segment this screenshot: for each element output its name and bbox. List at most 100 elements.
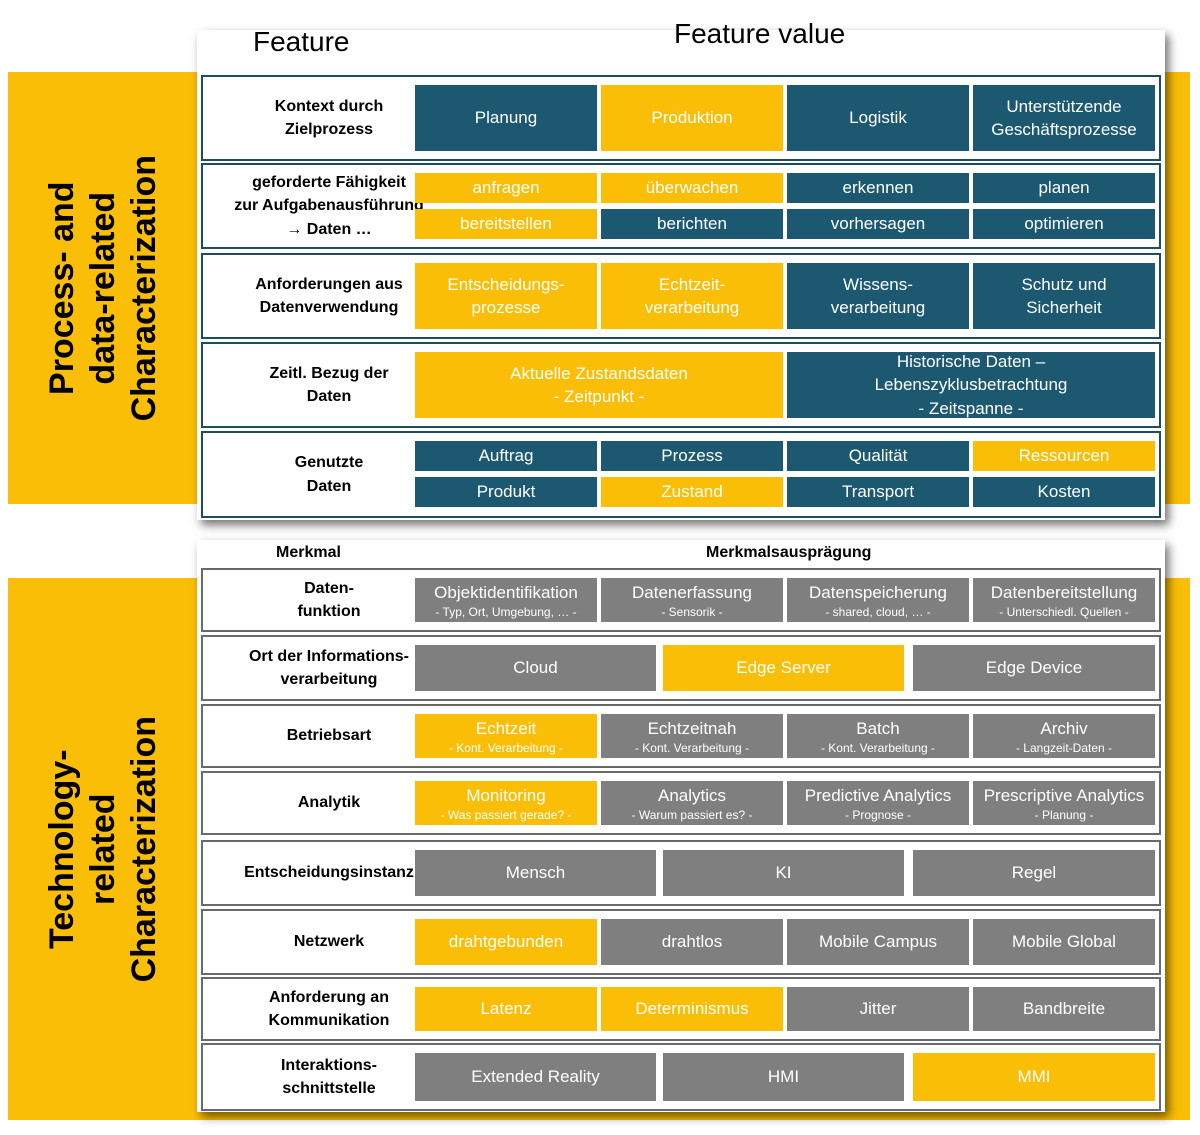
feature-value-cell: Datenerfassung- Sensorik - xyxy=(601,578,783,622)
cell-text: HMI xyxy=(767,1067,800,1087)
feature-value-cell: Datenbereitstellung- Unterschiedl. Quell… xyxy=(973,578,1155,622)
cell-text: anfragen xyxy=(472,178,540,198)
row-label: Anforderung an Kommunikation xyxy=(268,988,390,1029)
feature-value-cell: Extended Reality xyxy=(415,1053,656,1101)
cell-text: optimieren xyxy=(1024,214,1104,234)
cell-text: Planung xyxy=(474,108,538,128)
feature-value-cell: Bandbreite xyxy=(973,987,1155,1031)
cell-subtext: - Kont. Verarbeitung - xyxy=(634,741,750,756)
feature-row: Daten- funktion Objektidentifikation - Typ… xyxy=(201,568,1161,632)
feature-value-cell: Edge Server xyxy=(663,645,904,691)
feature-value-cell: Jitter xyxy=(787,987,969,1031)
cell-text: Wissens- verarbeitung xyxy=(830,274,926,317)
cell-text: Qualität xyxy=(848,446,908,466)
feature-value-cell: Auftrag xyxy=(415,441,597,471)
feature-value-cell: Determinismus xyxy=(601,987,783,1031)
feature-value-cell: überwachen xyxy=(601,173,783,203)
feature-value-cell: vorhersagen xyxy=(787,209,969,239)
cell-text: Produkt xyxy=(476,482,536,502)
cell-text: Datenerfassung xyxy=(631,582,753,602)
feature-value-cell: Zustand xyxy=(601,477,783,507)
cell-text: Bandbreite xyxy=(1022,999,1106,1019)
cell-text: Mensch xyxy=(505,863,566,883)
feature-value-cell: Prescriptive Analytics- Planung - xyxy=(973,781,1155,825)
cell-text: Aktuelle Zustandsdaten - Zeitpunkt - xyxy=(510,363,688,406)
feature-value-cell: berichten xyxy=(601,209,783,239)
feature-value-cell: Produkt xyxy=(415,477,597,507)
row-label: Betriebsart xyxy=(286,727,372,745)
process-section-label: Process- and data-related Characterizati… xyxy=(42,154,163,422)
row-label: Daten- funktion xyxy=(297,579,361,620)
cell-subtext: - Kont. Verarbeitung - xyxy=(820,741,936,756)
feature-value-cell: Regel xyxy=(913,850,1155,896)
cell-text: Jitter xyxy=(859,999,897,1019)
auspraegung-header: Merkmalsausprägung xyxy=(706,544,872,561)
cell-text: Edge Server xyxy=(736,658,831,678)
feature-value-cell: Edge Device xyxy=(913,645,1155,691)
feature-value-cell: Mobile Global xyxy=(973,919,1155,965)
cell-subtext: - Typ, Ort, Umgebung, … - xyxy=(435,605,577,620)
cell-text: erkennen xyxy=(842,178,914,198)
feature-value-cell: Aktuelle Zustandsdaten - Zeitpunkt - xyxy=(415,352,783,418)
feature-value-cell: Mensch xyxy=(415,850,656,896)
feature-value-cell: Echtzeit- Kont. Verarbeitung - xyxy=(415,714,597,758)
cell-subtext: - Kont. Verarbeitung - xyxy=(448,741,564,756)
feature-value-cell: MMI xyxy=(913,1053,1155,1101)
cell-text: Echtzeitnah xyxy=(647,718,737,738)
cell-text: Mobile Global xyxy=(1012,932,1116,952)
feature-value-cell: Wissens- verarbeitung xyxy=(787,263,969,329)
cell-text: Objektidentifikation xyxy=(434,582,578,602)
cell-text: Logistik xyxy=(849,108,907,128)
cell-subtext: - Langzeit-Daten - xyxy=(1015,741,1113,756)
cell-text: Latenz xyxy=(480,999,532,1019)
feature-value-cell: Planung xyxy=(415,85,597,151)
feature-value-cell: Kosten xyxy=(973,477,1155,507)
cell-text: Zustand xyxy=(661,482,723,502)
feature-value-cell: Predictive Analytics- Prognose - xyxy=(787,781,969,825)
feature-row: Anforderung an Kommunikation Latenz Determ… xyxy=(201,977,1161,1041)
cell-text: Predictive Analytics xyxy=(804,785,952,805)
cell-text: Ressourcen xyxy=(1018,446,1110,466)
row-label: Ort der Informations- verarbeitung xyxy=(248,647,409,688)
cell-text: Edge Device xyxy=(985,658,1083,678)
cell-text: Produktion xyxy=(651,108,733,128)
feature-value-cell: Unterstützende Geschäftsprozesse xyxy=(973,85,1155,151)
cell-text: Extended Reality xyxy=(471,1067,600,1087)
cell-text: überwachen xyxy=(645,178,739,198)
cell-text: Schutz und Sicherheit xyxy=(1021,274,1107,317)
feature-value-cell: Batch - Kont. Verarbeitung - xyxy=(787,714,969,758)
row-label: Entscheidungsinstanz xyxy=(244,864,414,882)
row-label: Netzwerk xyxy=(293,933,365,951)
cell-text: Mobile Campus xyxy=(818,932,938,952)
cell-text: Auftrag xyxy=(478,446,534,466)
feature-value-cell: drahtgebunden xyxy=(415,919,597,965)
feature-value-cell: Analytics- Warum passiert es? - xyxy=(601,781,783,825)
cell-text: Prozess xyxy=(661,446,723,466)
cell-subtext: - Was passiert gerade? - xyxy=(440,808,572,823)
cell-text: Batch xyxy=(856,718,900,738)
cell-text: Analytics xyxy=(657,785,727,805)
feature-value-cell: KI xyxy=(663,850,904,896)
cell-text: Transport xyxy=(841,482,915,502)
merkmal-header: Merkmal xyxy=(276,544,341,561)
cell-subtext: - shared, cloud, … - xyxy=(825,605,931,620)
feature-value-cell: Archiv- Langzeit-Daten - xyxy=(973,714,1155,758)
feature-value-cell: Mobile Campus xyxy=(787,919,969,965)
feature-value-cell: planen xyxy=(973,173,1155,203)
cell-text: MMI xyxy=(1017,1067,1051,1087)
feature-value-cell: drahtlos xyxy=(601,919,783,965)
technology-section-label: Technology-related Characterization xyxy=(42,715,163,983)
feature-value-cell: Prozess xyxy=(601,441,783,471)
cell-text: Datenbereitstellung xyxy=(990,582,1138,602)
feature-value-cell: Cloud xyxy=(415,645,656,691)
feature-value-cell: Produktion xyxy=(601,85,783,151)
row-label: Analytik xyxy=(297,794,361,812)
feature-value-cell: optimieren xyxy=(973,209,1155,239)
cell-text: Entscheidungs- prozesse xyxy=(447,274,565,317)
feature-row: Betriebsart Echtzeit- Kont. Verarbeitung … xyxy=(201,704,1161,768)
